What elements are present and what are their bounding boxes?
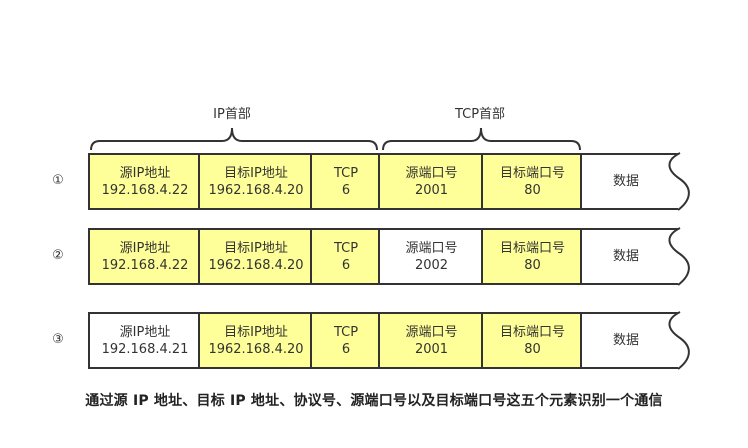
row-number: ② — [52, 247, 64, 263]
cell-value: 192.168.4.21 — [101, 341, 189, 357]
cell-value: 6 — [341, 257, 351, 273]
cell-label: 源IP地址 — [119, 324, 171, 340]
cell-label: 数据 — [612, 174, 639, 189]
cell-value: 2001 — [414, 182, 449, 198]
tcp-header-label: TCP首部 — [454, 107, 506, 122]
cell-label: 源端口号 — [405, 324, 458, 340]
cell-label: TCP — [333, 165, 359, 181]
ip-header-label: IP首部 — [213, 107, 251, 122]
cell-label: TCP — [333, 240, 359, 256]
cell-label: TCP — [333, 324, 359, 340]
cell-label: 源端口号 — [405, 165, 458, 181]
cell-label: 源端口号 — [405, 240, 458, 256]
cell-label: 目标端口号 — [499, 324, 565, 340]
row-number: ① — [52, 172, 64, 188]
cell-value: 80 — [524, 182, 541, 198]
cell-label: 目标IP地址 — [224, 324, 288, 340]
data-cell: 数据 — [580, 228, 680, 285]
wave-break-icon — [668, 227, 690, 286]
row-number: ③ — [52, 331, 64, 347]
cell-value: 192.168.4.22 — [101, 182, 189, 198]
data-cell: 数据 — [580, 312, 680, 369]
cell-value: 2002 — [414, 257, 449, 273]
cell-value: 192.168.4.22 — [101, 257, 189, 273]
cell-label: 目标端口号 — [499, 165, 565, 181]
cell-value: 1962.168.4.20 — [208, 257, 304, 273]
data-cell: 数据 — [580, 153, 680, 210]
cell-value: 6 — [341, 341, 351, 357]
cell-label: 目标IP地址 — [224, 240, 288, 256]
cell-label: 数据 — [612, 333, 639, 348]
cell-label: 目标IP地址 — [224, 165, 288, 181]
ip-header-brace — [90, 127, 378, 151]
cell-label: 目标端口号 — [499, 240, 565, 256]
cell-label: 源IP地址 — [119, 240, 171, 256]
wave-break-icon — [668, 152, 690, 211]
cell-value: 80 — [524, 341, 541, 357]
cell-value: 1962.168.4.20 — [208, 341, 304, 357]
tcp-header-brace — [382, 127, 581, 151]
cell-value: 6 — [341, 182, 351, 198]
cell-label: 源IP地址 — [119, 165, 171, 181]
cell-value: 2001 — [414, 341, 449, 357]
wave-break-icon — [668, 311, 690, 370]
cell-value: 1962.168.4.20 — [208, 182, 304, 198]
diagram-caption: 通过源 IP 地址、目标 IP 地址、协议号、源端口号以及目标端口号这五个元素识… — [85, 393, 663, 409]
cell-label: 数据 — [612, 249, 639, 264]
cell-value: 80 — [524, 257, 541, 273]
